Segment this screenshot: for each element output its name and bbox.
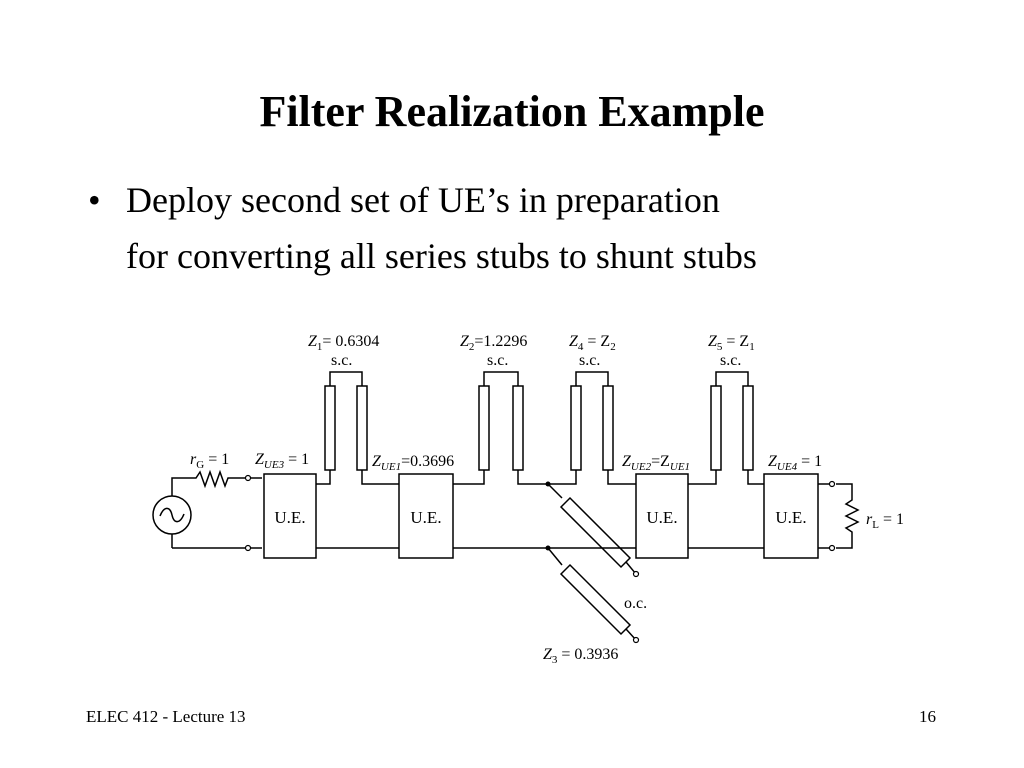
diagonal-stub-z3 xyxy=(547,547,637,641)
ue-label-3: U.E. xyxy=(646,508,677,527)
rl-label: rL = 1 xyxy=(866,511,904,531)
zue1-label: ZUE1=0.3696 xyxy=(372,453,454,473)
footer-course: ELEC 412 - Lecture 13 xyxy=(86,707,246,726)
terminal-dot xyxy=(828,544,836,552)
wire xyxy=(316,470,331,485)
z5-sc-label: s.c. xyxy=(720,352,741,369)
bullet-line-2: for converting all series stubs to shunt… xyxy=(126,236,757,276)
load-resistor xyxy=(836,483,860,549)
wire xyxy=(607,470,636,485)
ue-box-3 xyxy=(635,473,689,559)
ue-box-1 xyxy=(263,473,317,559)
z2-label: Z2=1.2296 xyxy=(460,333,527,353)
z1-label: Z1= 0.6304 xyxy=(308,333,379,353)
wire xyxy=(688,470,717,485)
terminal-dot xyxy=(244,474,252,482)
wire xyxy=(361,470,399,485)
zue4-label: ZUE4 = 1 xyxy=(768,453,822,473)
wire xyxy=(747,470,764,485)
bullet-line-1: Deploy second set of UE’s in preparation xyxy=(126,180,720,220)
z4-sc-label: s.c. xyxy=(579,352,600,369)
stub-z5 xyxy=(710,371,754,471)
junction-dot xyxy=(545,481,551,487)
bullet-list: • Deploy second set of UE’s in preparati… xyxy=(84,172,984,284)
stub-z2 xyxy=(478,371,524,471)
zue2-label: ZUE2=ZUE1 xyxy=(622,453,690,473)
stub-z4 xyxy=(570,371,614,471)
ue-label-4: U.E. xyxy=(775,508,806,527)
page-number: 16 xyxy=(919,707,936,726)
stub-z1 xyxy=(324,371,368,471)
bullet-dot: • xyxy=(88,180,101,220)
terminal-dot xyxy=(828,480,836,488)
slide-title: Filter Realization Example xyxy=(259,87,765,136)
ue-box-2 xyxy=(398,473,454,559)
oc-label: o.c. xyxy=(624,595,647,612)
terminal-dot xyxy=(244,544,252,552)
terminal-dot xyxy=(632,570,640,578)
ue-box-4 xyxy=(763,473,819,559)
sine-wave-icon xyxy=(159,507,185,523)
zue3-label: ZUE3 = 1 xyxy=(255,451,309,471)
terminal-dot xyxy=(632,636,640,644)
z1-sc-label: s.c. xyxy=(331,352,352,369)
z2-sc-label: s.c. xyxy=(487,352,508,369)
ue-label-2: U.E. xyxy=(410,508,441,527)
z5-label: Z5 = Z1 xyxy=(708,333,755,353)
z3-label: Z3 = 0.3936 xyxy=(543,646,618,666)
ue-label-1: U.E. xyxy=(274,508,305,527)
generator-resistor xyxy=(171,469,246,490)
rg-label: rG = 1 xyxy=(190,451,229,471)
junction-dot xyxy=(545,545,551,551)
z4-label: Z4 = Z2 xyxy=(569,333,616,353)
diagonal-stub-upper xyxy=(547,483,637,575)
bullet-item: • Deploy second set of UE’s in preparati… xyxy=(84,172,984,284)
wire xyxy=(453,470,485,485)
